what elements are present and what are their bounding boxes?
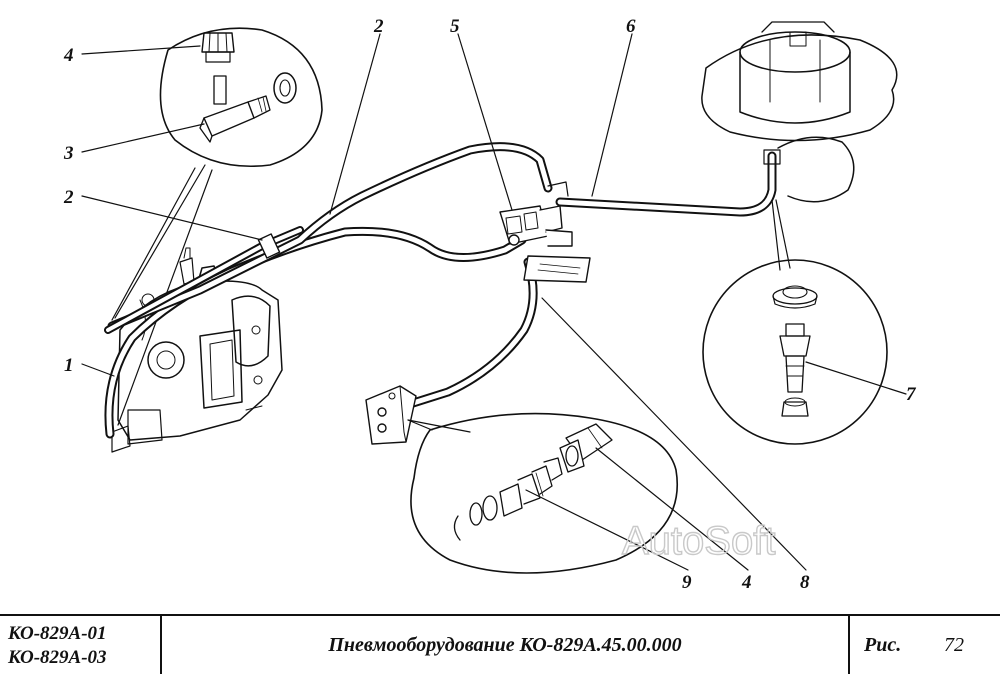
drawing-title: Пневмооборудование КО-829А.45.00.000	[162, 616, 850, 674]
callout-1: 1	[64, 355, 74, 376]
figure-reference: Рис. 72	[850, 616, 1000, 674]
figure-label: Рис.	[864, 634, 902, 656]
callout-leaders	[81, 33, 907, 571]
pneumatic-system-drawing: AutoSoft 4 3 2 1 2 5 6 7 9 4 8	[63, 16, 917, 593]
callout-3: 3	[63, 143, 74, 164]
detail-leader-lines-bottom	[407, 419, 471, 433]
watermark: AutoSoft	[622, 519, 775, 563]
cap-nut-icon	[201, 32, 235, 63]
detail-leader-lines-right	[771, 199, 791, 271]
union-fitting-icon	[499, 457, 563, 517]
connector-block	[365, 385, 417, 445]
pipelines	[104, 142, 777, 439]
callout-numbers: 4 3 2 1 2 5 6 7 9 4 8	[63, 16, 917, 593]
tee-fitting-icon	[199, 75, 271, 143]
callout-2-left: 2	[63, 187, 74, 208]
model-designations: КО-829А-01 КО-829А-03	[0, 616, 162, 674]
detail-circle-fitting-tee	[159, 27, 323, 168]
detail-circle-nipple	[702, 259, 888, 445]
figure-number: 72	[944, 634, 964, 656]
hose-sleeve-icon	[559, 423, 613, 473]
callout-9: 9	[682, 572, 692, 593]
callout-8: 8	[800, 572, 810, 593]
callout-7: 7	[906, 384, 917, 405]
washer-cap-icon	[772, 285, 818, 309]
callout-4-top: 4	[63, 45, 74, 66]
valve-unit	[499, 181, 591, 283]
model-2: КО-829А-03	[8, 647, 107, 668]
detail-ellipse-couplings	[410, 412, 678, 574]
tank-assembly	[701, 21, 898, 203]
callout-2-top: 2	[373, 16, 384, 37]
callout-6: 6	[626, 16, 636, 37]
sealing-ring-icon	[273, 72, 297, 104]
hose-nipple-icon	[779, 323, 811, 393]
title-block: КО-829А-01 КО-829А-03 Пневмооборудование…	[0, 614, 1000, 674]
callout-5: 5	[450, 16, 460, 37]
nut-icon	[781, 397, 809, 417]
model-1: КО-829А-01	[8, 623, 107, 644]
callout-4-bottom: 4	[741, 572, 752, 593]
seal-ring-set-icon	[453, 495, 498, 541]
